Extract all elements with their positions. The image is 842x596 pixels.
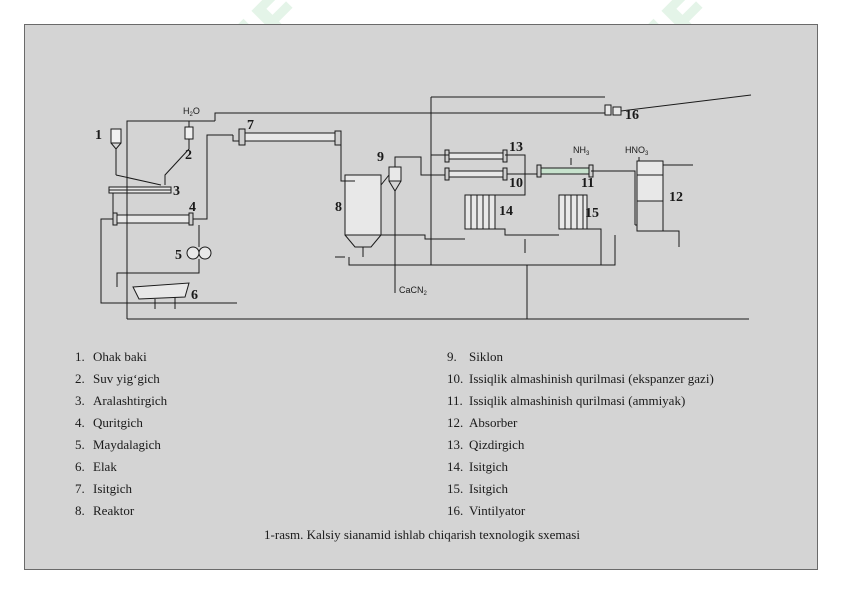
legend-item-label: Isitgich (93, 481, 132, 496)
heater-14 (464, 194, 496, 230)
ammonia-stream-label: NH3 (573, 145, 590, 157)
legend-item-label: Issiqlik almashinish qurilmasi (ekspanze… (469, 371, 714, 386)
legend-item-label: Isitgich (469, 481, 508, 496)
legend-item-label: Issiqlik almashinish qurilmasi (ammiyak) (469, 393, 686, 408)
legend-item: 8. Reaktor (75, 503, 134, 519)
legend-item-number: 11. (447, 393, 463, 408)
equipment-number: 3 (173, 184, 180, 199)
heater-15 (558, 194, 588, 230)
legend-item-number: 4. (75, 415, 85, 430)
legend-item-number: 1. (75, 349, 85, 364)
cyclone (380, 156, 449, 293)
legend-item-label: Siklon (469, 349, 503, 364)
legend-item: 1. Ohak baki (75, 349, 147, 365)
figure-panel: H2O CaCN2 NH3 HNO3 1 2 3 4 5 6 7 8 9 10 … (24, 24, 818, 570)
legend-item-label: Ohak baki (93, 349, 147, 364)
equipment-number: 13 (509, 140, 523, 155)
legend-item: 4. Quritgich (75, 415, 143, 431)
legend-item: 9. Siklon (447, 349, 503, 365)
legend-item-label: Suv yig‘gich (93, 371, 160, 386)
legend-item-label: Reaktor (93, 503, 135, 518)
legend-item-label: Elak (93, 459, 117, 474)
equipment-number: 5 (175, 248, 182, 263)
product-stream-label: CaCN2 (399, 285, 428, 297)
legend-item-number: 5. (75, 437, 85, 452)
legend-item-number: 12. (447, 415, 464, 430)
reactor (344, 174, 616, 266)
legend-item-label: Absorber (469, 415, 518, 430)
legend-item: 10. Issiqlik almashinish qurilmasi (ekspa… (447, 371, 714, 387)
equipment-number: 8 (335, 200, 342, 215)
legend-item: 12. Absorber (447, 415, 517, 431)
legend-item-number: 10. (447, 371, 464, 386)
equipment-number: 10 (509, 176, 523, 191)
legend-item-label: Qizdirgich (469, 437, 525, 452)
equipment-number: 1 (95, 128, 102, 143)
legend-item-number: 2. (75, 371, 85, 386)
legend-item: 14. Isitgich (447, 459, 508, 475)
absorber (636, 157, 693, 247)
legend-item: 3. Aralashtirgich (75, 393, 167, 409)
legend-item: 5. Maydalagich (75, 437, 161, 453)
lime-tank (110, 128, 162, 186)
sieve (132, 282, 190, 309)
equipment-number: 14 (499, 204, 513, 219)
legend-item-label: Maydalagich (93, 437, 161, 452)
equipment-number: 4 (189, 200, 196, 215)
crusher (116, 225, 212, 287)
piping-network (126, 94, 752, 320)
legend-item: 6. Elak (75, 459, 117, 475)
ventilator (430, 96, 622, 265)
equipment-number: 12 (669, 190, 683, 205)
legend-item: 15. Isitgich (447, 481, 508, 497)
equipment-number: 16 (625, 108, 639, 123)
legend-item-label: Quritgich (93, 415, 143, 430)
heater-7 (232, 128, 355, 182)
legend-item-number: 3. (75, 393, 85, 408)
heat-exchanger-11 (536, 158, 636, 225)
legend-item: 2. Suv yig‘gich (75, 371, 160, 387)
equipment-number: 9 (377, 150, 384, 165)
equipment-number: 15 (585, 206, 599, 221)
legend-item-number: 15. (447, 481, 464, 496)
superheater-13 (444, 149, 508, 163)
legend-item-label: Vintilyator (469, 503, 526, 518)
equipment-number: 7 (247, 118, 254, 133)
legend: 1. Ohak baki 2. Suv yig‘gich 3. Aralashtirgic… (25, 25, 819, 571)
legend-item-number: 13. (447, 437, 464, 452)
equipment-number: 2 (185, 148, 192, 163)
legend-item-number: 8. (75, 503, 85, 518)
legend-item-number: 14. (447, 459, 464, 474)
legend-item-number: 7. (75, 481, 85, 496)
figure-caption: 1-rasm. Kalsiy sianamid ishlab chiqarish… (264, 527, 580, 542)
legend-item-label: Aralashtirgich (93, 393, 168, 408)
legend-item-number: 16. (447, 503, 464, 518)
heat-exchanger-10 (444, 167, 537, 181)
nitric-acid-stream-label: HNO3 (625, 145, 649, 157)
legend-item: 11. Issiqlik almashinish qurilmasi (ammiy… (447, 393, 685, 409)
water-stream-label: H2O (183, 106, 200, 118)
legend-item-number: 9. (447, 349, 457, 364)
legend-item-label: Isitgich (469, 459, 508, 474)
dryer (100, 134, 237, 304)
process-flow-diagram: H2O CaCN2 NH3 HNO3 1 2 3 4 5 6 7 8 9 10 … (95, 94, 752, 320)
legend-item: 13. Qizdirgich (447, 437, 524, 453)
legend-item-number: 6. (75, 459, 85, 474)
legend-item: 16. Vintilyator (447, 503, 525, 519)
mixer (108, 186, 172, 215)
legend-item: 7. Isitgich (75, 481, 132, 497)
equipment-number: 6 (191, 288, 198, 303)
equipment-number: 11 (581, 176, 594, 191)
